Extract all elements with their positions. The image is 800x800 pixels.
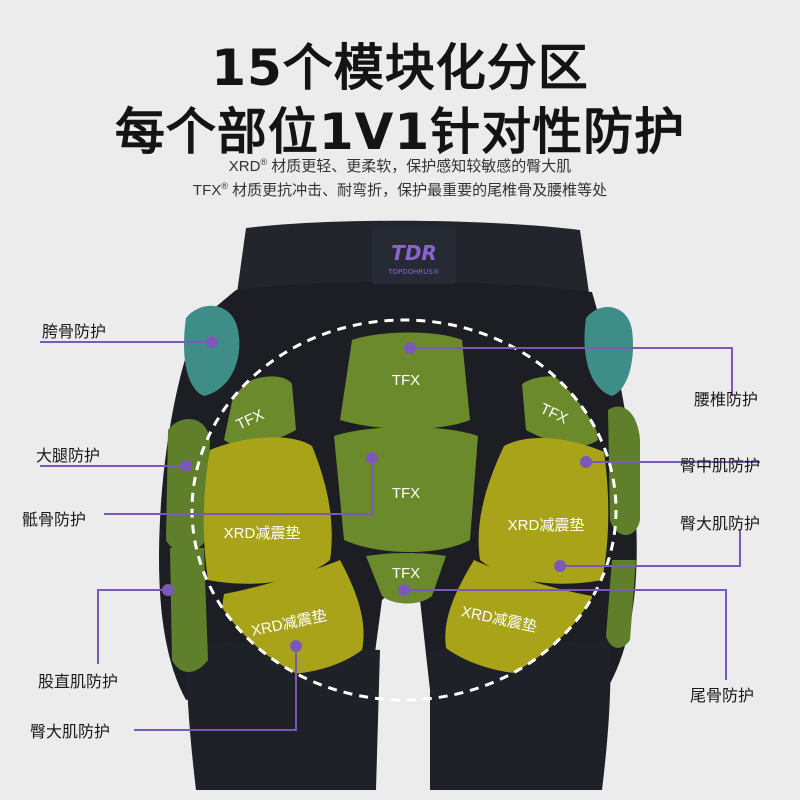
- callout-glute-left: 臀大肌防护: [30, 722, 111, 741]
- pad-label-tfx-low: TFX: [392, 565, 420, 582]
- pad-xrd-left-lower: [222, 560, 364, 675]
- left-thigh-pad: [166, 419, 210, 552]
- line-glute-left: [134, 646, 297, 731]
- left-hip-pad: [184, 305, 240, 396]
- callout-sacrum: 骶骨防护: [22, 510, 87, 529]
- callout-glute-medius: 臀中肌防护: [680, 456, 761, 475]
- pad-xrd-left-upper: [203, 437, 332, 584]
- tfx-brand: TFX: [192, 182, 222, 199]
- registered-mark: ®: [221, 181, 228, 191]
- dot-rectus: [162, 584, 174, 596]
- pad-label-tfx-top: TFX: [392, 372, 420, 389]
- callout-tailbone: 尾骨防护: [690, 686, 755, 705]
- xrd-brand: XRD: [228, 158, 261, 175]
- callout-hip: 胯骨防护: [42, 322, 107, 341]
- dot-glute-left: [290, 640, 302, 652]
- pad-xrd-right-upper: [478, 438, 609, 584]
- xrd-description: 材质更轻、更柔软，保护感知较敏感的臀大肌: [267, 158, 572, 175]
- pad-tfx-top: [340, 332, 470, 429]
- callout-lumbar: 腰椎防护: [694, 390, 759, 409]
- right-hip-pad: [584, 306, 634, 396]
- protection-zone-outline: [190, 318, 618, 702]
- pad-label-xrd-right-upper: XRD减震垫: [508, 517, 585, 534]
- line-rectus: [97, 589, 168, 664]
- subtitle-tfx: TFX® 材质更抗冲击、耐弯折，保护最重要的尾椎骨及腰椎等处: [0, 179, 800, 200]
- brand-patch: [372, 228, 456, 284]
- right-lower-thigh-pad: [606, 560, 636, 648]
- callout-glute-right: 臀大肌防护: [680, 514, 761, 533]
- callout-dots: [162, 336, 592, 652]
- headline-line-1: 15个模块化分区: [211, 39, 589, 97]
- dot-glute-medius: [580, 456, 592, 468]
- tfx-description: 材质更抗冲击、耐弯折，保护最重要的尾椎骨及腰椎等处: [227, 182, 608, 199]
- line-tailbone: [404, 589, 727, 680]
- dot-hip: [206, 336, 218, 348]
- line-glute-right: [560, 530, 741, 567]
- callout-rectus: 股直肌防护: [38, 672, 119, 691]
- dot-sacrum: [366, 452, 378, 464]
- pad-tfx-left: [224, 376, 296, 446]
- pad-label-tfx-mid: TFX: [392, 485, 420, 502]
- dot-tailbone: [398, 584, 410, 596]
- subtitle-xrd: XRD® 材质更轻、更柔软，保护感知较敏感的臀大肌: [0, 155, 800, 176]
- dot-lumbar: [404, 342, 416, 354]
- brand-logo: TDR: [391, 241, 437, 265]
- dot-glute-right: [554, 560, 566, 572]
- line-sacrum: [104, 458, 373, 515]
- left-leg: [186, 640, 380, 790]
- pad-label-xrd-left-upper: XRD减震垫: [224, 525, 301, 542]
- right-leg: [430, 640, 611, 790]
- line-lumbar: [410, 347, 733, 396]
- registered-mark: ®: [260, 157, 268, 167]
- brand-logo-subtitle: TOPDOHRUS®: [387, 268, 440, 276]
- callout-thigh: 大腿防护: [36, 446, 101, 465]
- callout-lines: [40, 341, 760, 731]
- left-lower-thigh-pad: [170, 548, 208, 672]
- dot-thigh: [180, 460, 192, 472]
- headline-line-2: 每个部位1V1针对性防护: [114, 103, 686, 161]
